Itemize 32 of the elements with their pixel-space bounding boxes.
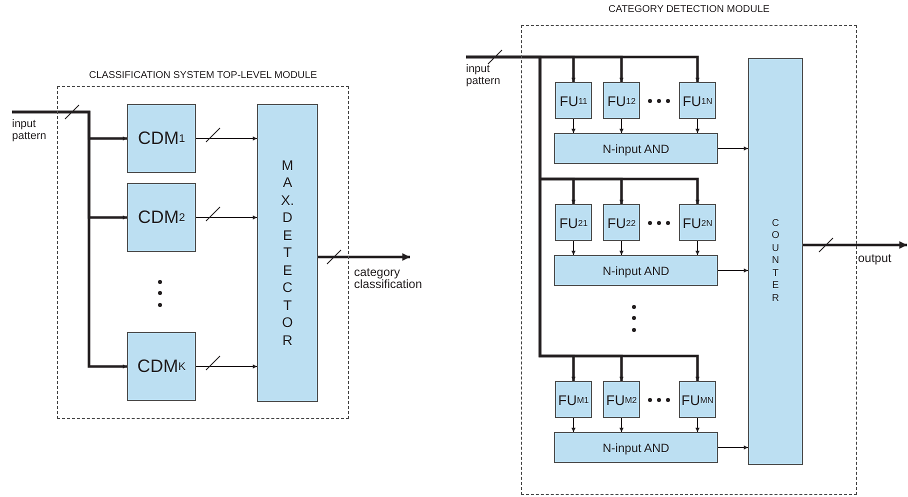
arrow [695,240,700,256]
arrow [619,240,624,256]
signal-label: output [858,245,906,269]
arrow [196,364,258,369]
function-block: N-input AND [554,133,718,164]
arrow [619,418,624,432]
module-title: CATEGORY DETECTION MODULE [607,4,771,16]
arrow [718,146,748,151]
arrow [695,418,700,432]
arrow [718,268,748,273]
block-label: MAX. DETECTOR [280,156,296,350]
arrow [695,118,700,134]
arrow [619,118,624,134]
signal-label: input pattern [466,57,518,91]
arrow [12,110,127,369]
function-block [257,104,318,402]
block-label: COUNTER [770,218,780,306]
function-block: N-input AND [554,432,718,463]
arrow [571,418,576,432]
arrow [318,253,410,261]
signal-label: input pattern [12,112,60,144]
function-block: N-input AND [554,255,718,286]
module-title: CLASSIFICATION SYSTEM TOP-LEVEL MODULE [88,70,318,82]
arrow [466,56,700,381]
arrow [196,136,258,141]
arrow [718,445,748,450]
function-block [748,58,803,465]
arrow [571,240,576,256]
arrow [803,241,907,249]
arrow [571,118,576,134]
arrow [196,215,258,220]
signal-label: category classification [354,257,450,301]
